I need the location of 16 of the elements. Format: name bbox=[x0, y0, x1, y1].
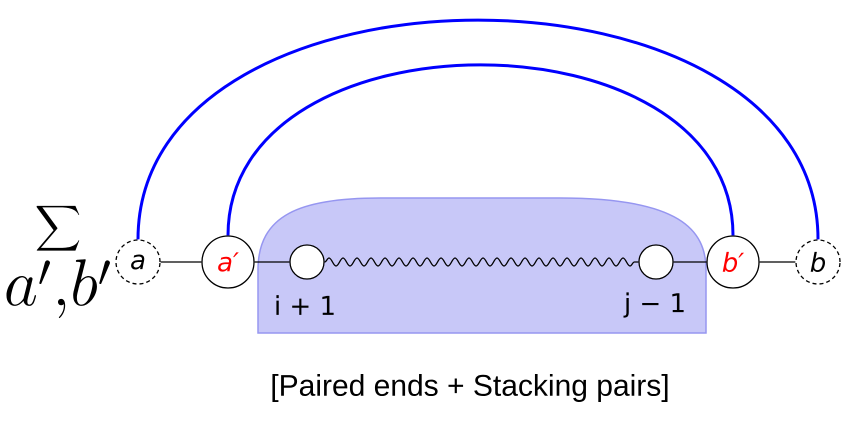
circle-node bbox=[289, 244, 325, 280]
shaded-region bbox=[257, 197, 707, 334]
arc bbox=[226, 64, 734, 236]
line bbox=[674, 261, 706, 263]
arc bbox=[136, 18, 820, 240]
wavy-line bbox=[324, 257, 638, 267]
index-label: j − 1 bbox=[624, 292, 684, 318]
line bbox=[160, 261, 202, 263]
caption: [Paired ends + Stacking pairs] bbox=[272, 374, 668, 402]
index-label: i + 1 bbox=[276, 295, 334, 315]
line bbox=[760, 261, 796, 263]
circle-node bbox=[638, 244, 674, 280]
circle-node: a′ bbox=[201, 235, 255, 289]
line bbox=[254, 261, 290, 263]
sum-formula: $\sum_{a',b'}$ bbox=[6, 206, 110, 318]
circle-node: b′ bbox=[706, 235, 760, 289]
